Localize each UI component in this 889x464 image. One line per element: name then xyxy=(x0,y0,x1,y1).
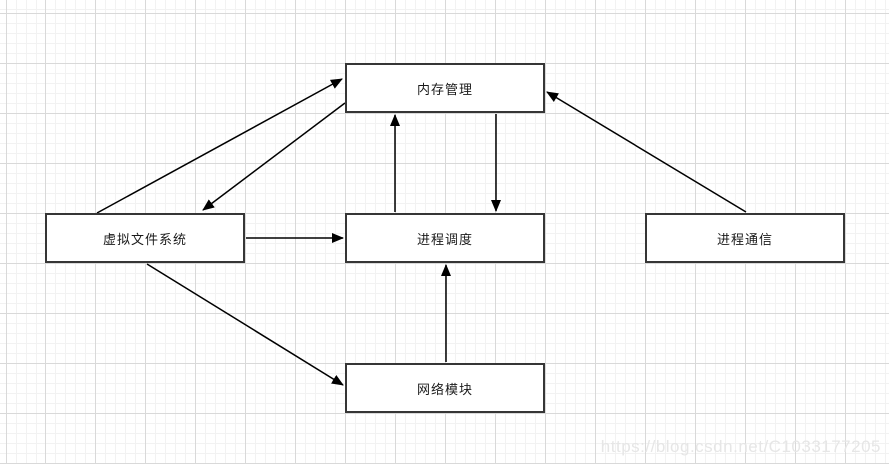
node-process-scheduling: 进程调度 xyxy=(345,213,545,263)
node-memory-management-label: 内存管理 xyxy=(416,81,473,97)
arrow-vfs-to-memory xyxy=(96,78,343,214)
node-network-module: 网络模块 xyxy=(345,363,545,413)
csdn-watermark: https://blog.csdn.net/C1033177205 xyxy=(600,437,881,456)
arrow-vfs-to-network xyxy=(146,263,344,386)
node-process-communication-label: 进程通信 xyxy=(716,231,773,247)
node-memory-management: 内存管理 xyxy=(345,63,545,113)
arrow-memory-to-vfs xyxy=(202,102,346,211)
node-virtual-file-system-label: 虚拟文件系统 xyxy=(102,231,187,247)
node-process-communication: 进程通信 xyxy=(645,213,845,263)
node-virtual-file-system: 虚拟文件系统 xyxy=(45,213,245,263)
arrow-ipc-to-memory xyxy=(546,91,747,213)
node-process-scheduling-label: 进程调度 xyxy=(416,231,473,247)
node-network-module-label: 网络模块 xyxy=(416,381,473,397)
